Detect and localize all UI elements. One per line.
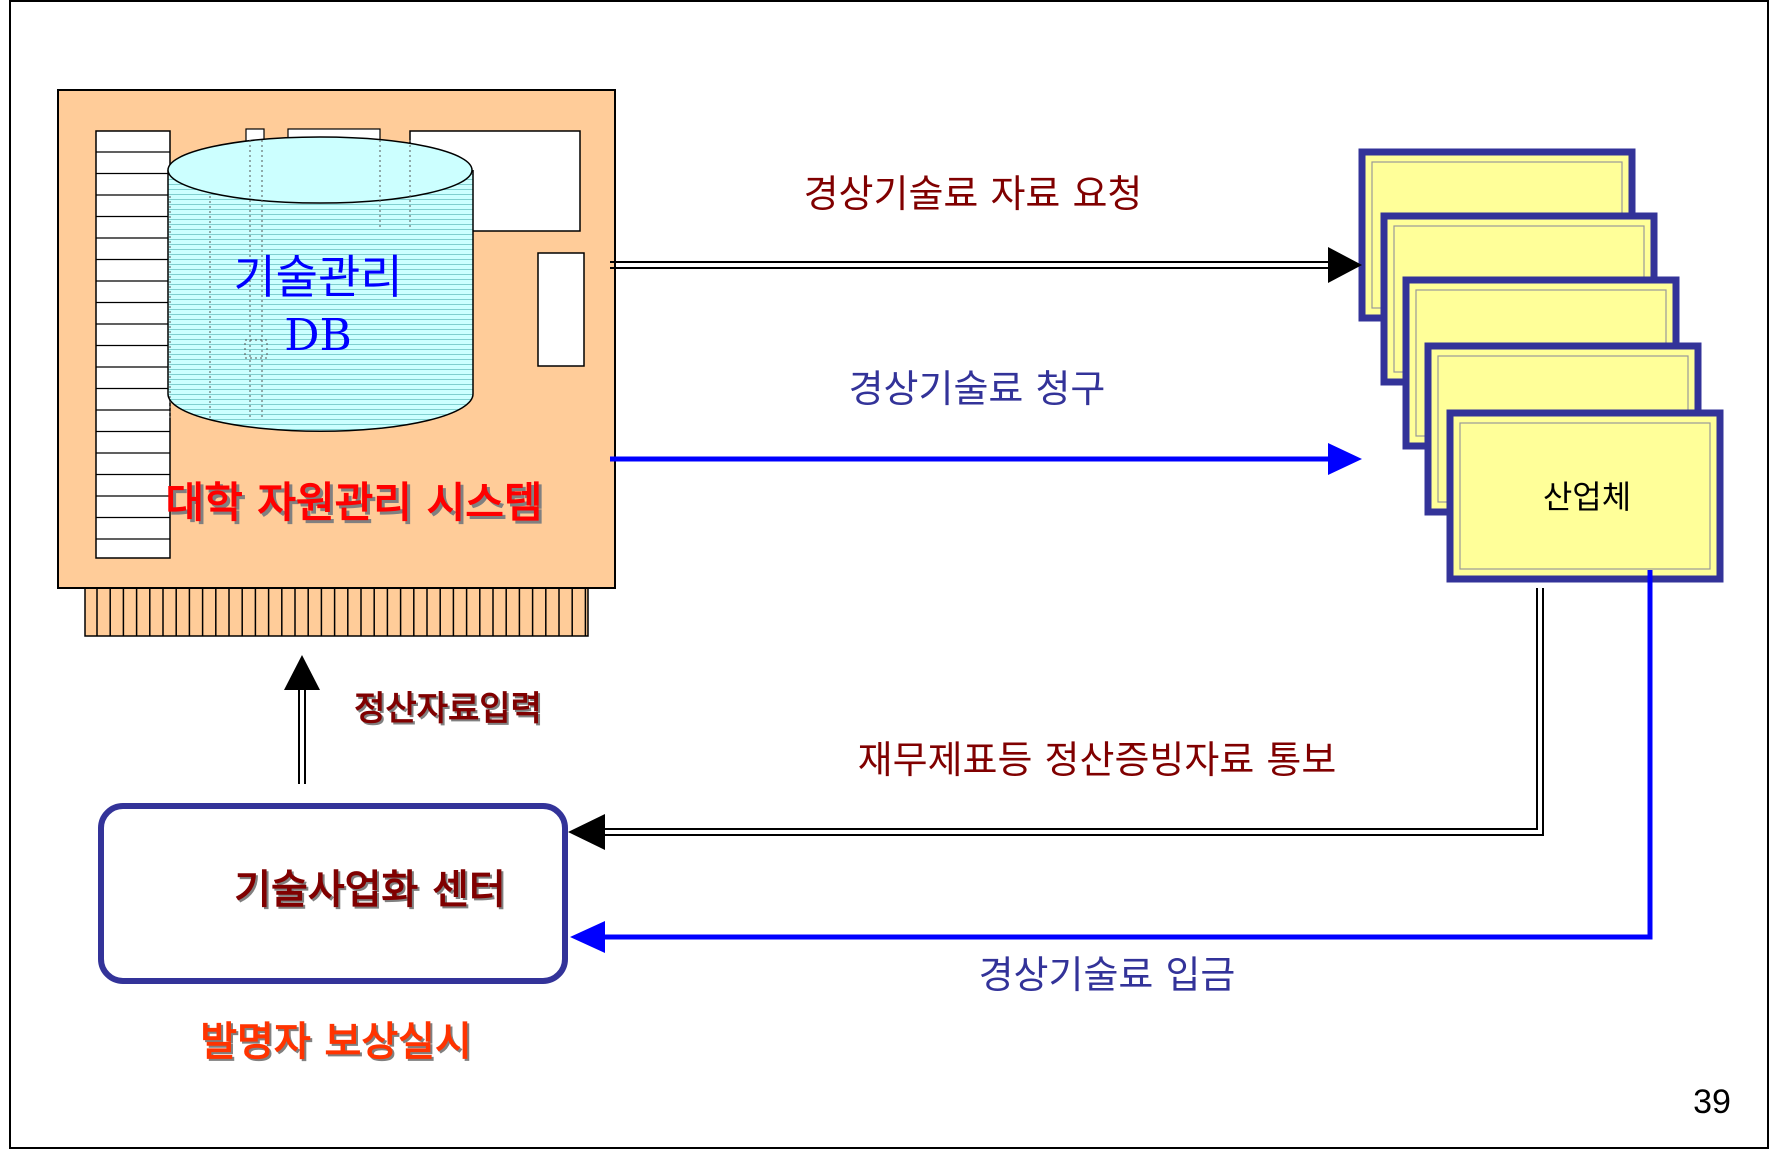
system-title: 대학 자원관리 시스템 <box>165 478 542 527</box>
industry-label: 산업체 <box>1543 478 1631 516</box>
label-settlement-input-shadow: 정산자료입력 <box>356 691 544 731</box>
industry-card <box>1446 409 1724 583</box>
industry-stack: 산업체 <box>1358 148 1724 583</box>
center-label-shadow: 기술사업화 센터 <box>236 869 508 915</box>
arrow-settlement-input <box>284 655 320 784</box>
center-label: 기술사업화 센터 <box>234 867 506 913</box>
inventor-note-shadow: 발명자 보상실시 <box>202 1021 474 1067</box>
db-label-line1: 기술관리 <box>233 250 402 304</box>
db-label-line2: DB <box>284 310 352 361</box>
center-box: 기술사업화 센터 기술사업화 센터 <box>98 803 568 984</box>
label-claim: 경상기술료 청구 <box>849 367 1106 411</box>
inventor-note: 발명자 보상실시 <box>200 1019 472 1065</box>
system-title-shadow: 대학 자원관리 시스템 <box>168 481 545 530</box>
db-cylinder: 기술관리 DB <box>167 136 474 433</box>
board-memory-strip <box>95 130 171 559</box>
arrow-deposit <box>570 570 1653 953</box>
board-connector-pins <box>84 587 589 637</box>
label-deposit: 경상기술료 입금 <box>979 953 1236 997</box>
arrow-claim <box>610 443 1362 475</box>
page-number: 39 <box>1693 1083 1731 1121</box>
board-chip <box>537 252 585 367</box>
label-statement-notice: 재무제표등 정산증빙자료 통보 <box>858 738 1337 782</box>
slide-frame <box>9 0 1769 1149</box>
arrow-statement-notice <box>568 588 1544 850</box>
arrow-request <box>610 247 1362 283</box>
label-request: 경상기술료 자료 요청 <box>804 172 1143 216</box>
system-board: 기술관리 DB 대학 자원관리 시스템 대학 자원관리 시스템 <box>57 89 616 637</box>
label-settlement-input: 정산자료입력 <box>354 689 542 729</box>
